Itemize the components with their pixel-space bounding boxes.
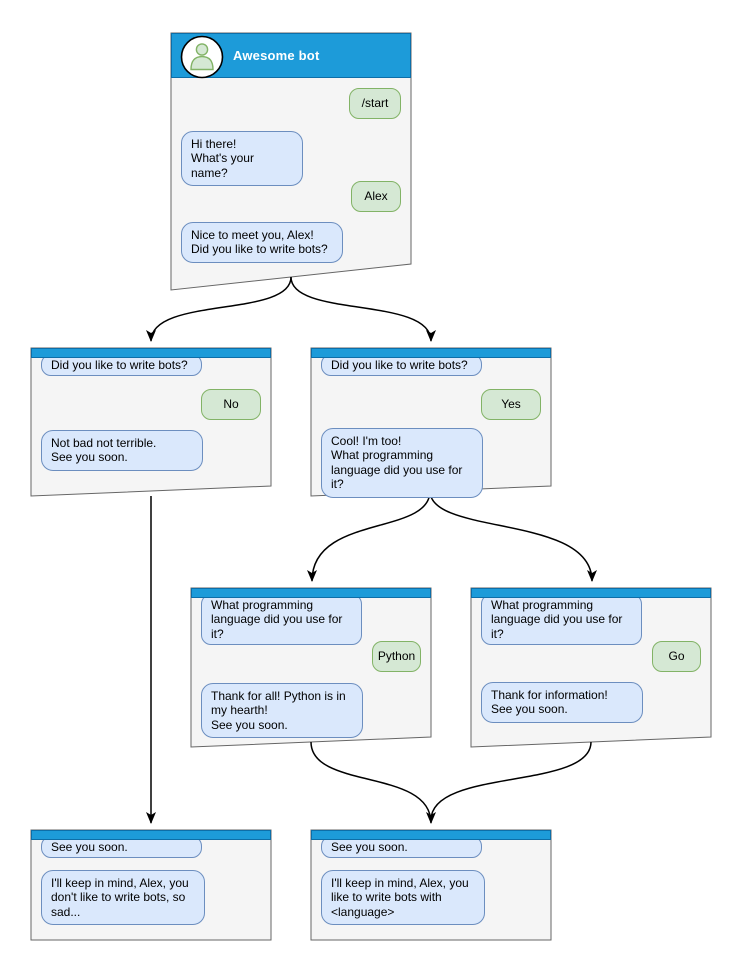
bot-message-bubble: Thank for all! Python is in my hearth! S… [201,683,363,739]
arrow-go-to-end [430,741,592,821]
titlebar [31,348,271,358]
window-title: Awesome bot [233,48,320,63]
arrow-yes-to-go [429,490,597,582]
bot-message-bubble: Cool! I'm too! What programming language… [321,428,483,498]
bot-message-bubble: I'll keep in mind, Alex, you like to wri… [321,870,485,926]
pinned-question-bubble: What programming language did you use fo… [481,594,642,646]
chat-window-yes: Did you like to write bots? Yes Cool! I'… [311,348,551,498]
bot-message-bubble: Not bad not terrible. See you soon. [41,430,203,471]
bot-message-bubble: Nice to meet you, Alex! Did you like to … [181,222,343,263]
chat-window-main: Awesome bot /start Hi there! What's your… [171,33,411,290]
bot-avatar-icon [180,35,224,79]
user-message-bubble: Alex [351,181,401,212]
chat-window-go: What programming language did you use fo… [471,588,711,747]
titlebar [471,588,711,598]
user-message-bubble: Yes [481,389,541,420]
titlebar [311,830,551,840]
arrow-yes-to-python [307,490,431,582]
bot-message-bubble: Thank for information! See you soon. [481,682,643,723]
bot-message-bubble: Hi there! What's your name? [181,131,303,187]
chat-window-end-yes: See you soon. I'll keep in mind, Alex, y… [311,830,551,940]
pinned-question-bubble: What programming language did you use fo… [201,594,362,646]
user-message-bubble: Go [652,641,701,672]
titlebar [191,588,431,598]
titlebar: Awesome bot [171,33,411,79]
arrow-main-to-yes [290,276,436,342]
chat-window-no: Did you like to write bots? No Not bad n… [31,348,271,496]
titlebar [31,830,271,840]
user-message-bubble: No [201,389,261,420]
chat-window-end-no: See you soon. I'll keep in mind, Alex, y… [31,830,271,940]
titlebar [311,348,551,358]
user-message-bubble: /start [349,88,401,119]
user-message-bubble: Python [372,641,421,672]
arrow-main-to-no [146,276,292,342]
chat-window-python: What programming language did you use fo… [191,588,431,747]
bot-message-bubble: I'll keep in mind, Alex, you don't like … [41,870,205,926]
arrow-python-to-end [310,741,436,824]
